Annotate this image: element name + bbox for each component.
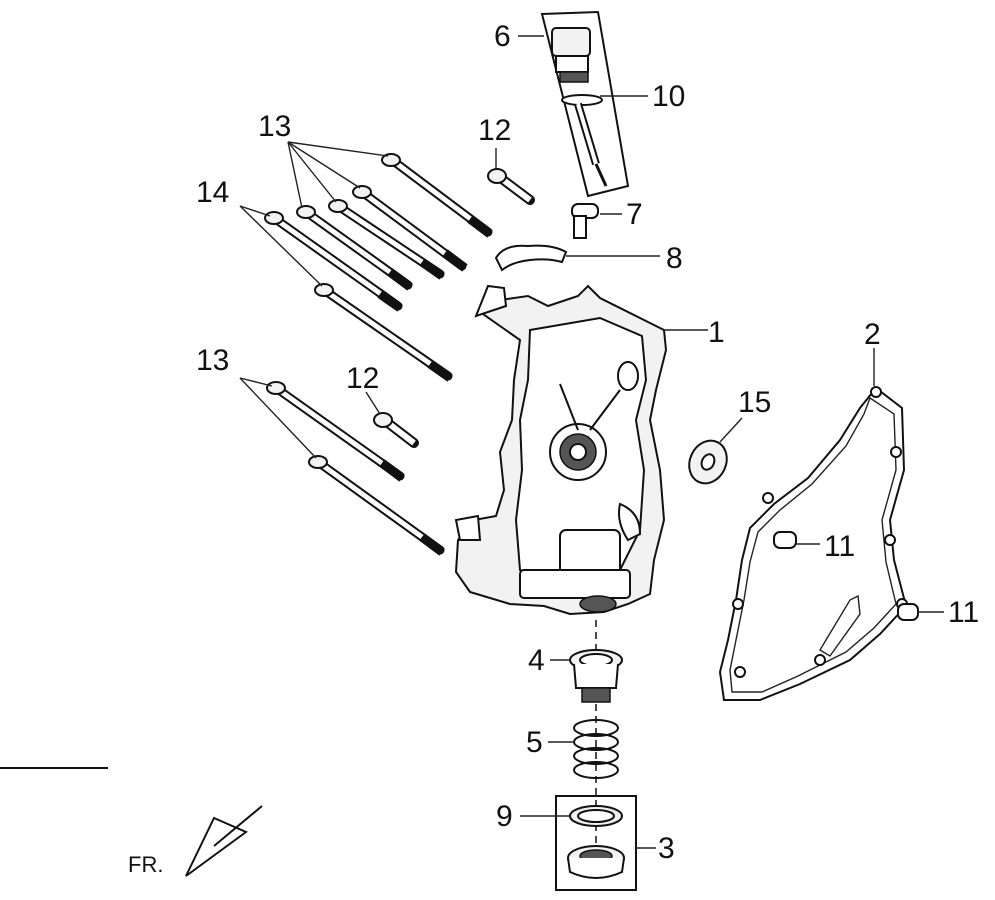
part-3-box xyxy=(555,795,637,891)
label-6: 6 xyxy=(494,20,511,53)
label-5: 5 xyxy=(526,726,543,759)
label-13-lower: 13 xyxy=(196,344,229,377)
part-8-clip xyxy=(494,244,568,272)
o-ring-9 xyxy=(569,805,623,827)
long-bolts-upper xyxy=(264,153,493,382)
short-bolt-lower xyxy=(373,412,419,448)
label-14: 14 xyxy=(196,176,229,209)
label-3: 3 xyxy=(658,832,675,865)
front-indicator-label: FR. xyxy=(128,852,163,877)
label-15: 15 xyxy=(738,386,771,419)
part-7-pin xyxy=(571,203,599,239)
dipstick-assembly xyxy=(540,10,630,198)
label-4: 4 xyxy=(528,644,545,677)
strainer-cap-3 xyxy=(567,845,625,879)
label-8: 8 xyxy=(666,242,683,275)
label-2: 2 xyxy=(864,318,881,351)
label-1: 1 xyxy=(708,316,725,349)
short-bolt-upper xyxy=(487,168,535,205)
label-13-upper: 13 xyxy=(258,110,291,143)
washer-15 xyxy=(688,439,728,485)
label-11-b: 11 xyxy=(948,596,979,629)
label-9: 9 xyxy=(496,800,513,833)
label-7: 7 xyxy=(626,198,643,231)
front-arrow-icon xyxy=(185,805,263,877)
dowel-pin-b xyxy=(897,603,919,621)
label-12-lower: 12 xyxy=(346,362,379,395)
dowel-pin-a xyxy=(773,531,797,549)
drain-plug-4 xyxy=(569,649,623,703)
label-12-upper: 12 xyxy=(478,114,511,147)
label-11-a: 11 xyxy=(824,530,855,563)
cover-gasket xyxy=(718,386,908,701)
label-10: 10 xyxy=(652,80,685,113)
leader-15 xyxy=(719,417,743,443)
long-bolts-lower xyxy=(266,381,445,556)
crankcase-cover xyxy=(454,284,668,616)
leader-lines-bolts xyxy=(239,141,497,459)
